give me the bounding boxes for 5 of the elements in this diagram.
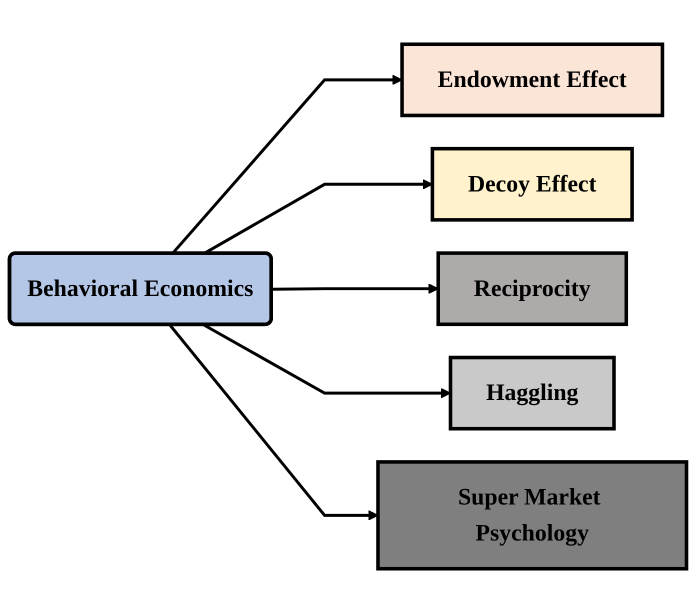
- node-box: Super Market Psychology: [376, 460, 688, 571]
- node-box: Endowment Effect: [400, 42, 664, 118]
- node-box: Decoy Effect: [430, 146, 634, 222]
- node-box: Reciprocity: [436, 251, 628, 326]
- node-box: Haggling: [448, 356, 616, 430]
